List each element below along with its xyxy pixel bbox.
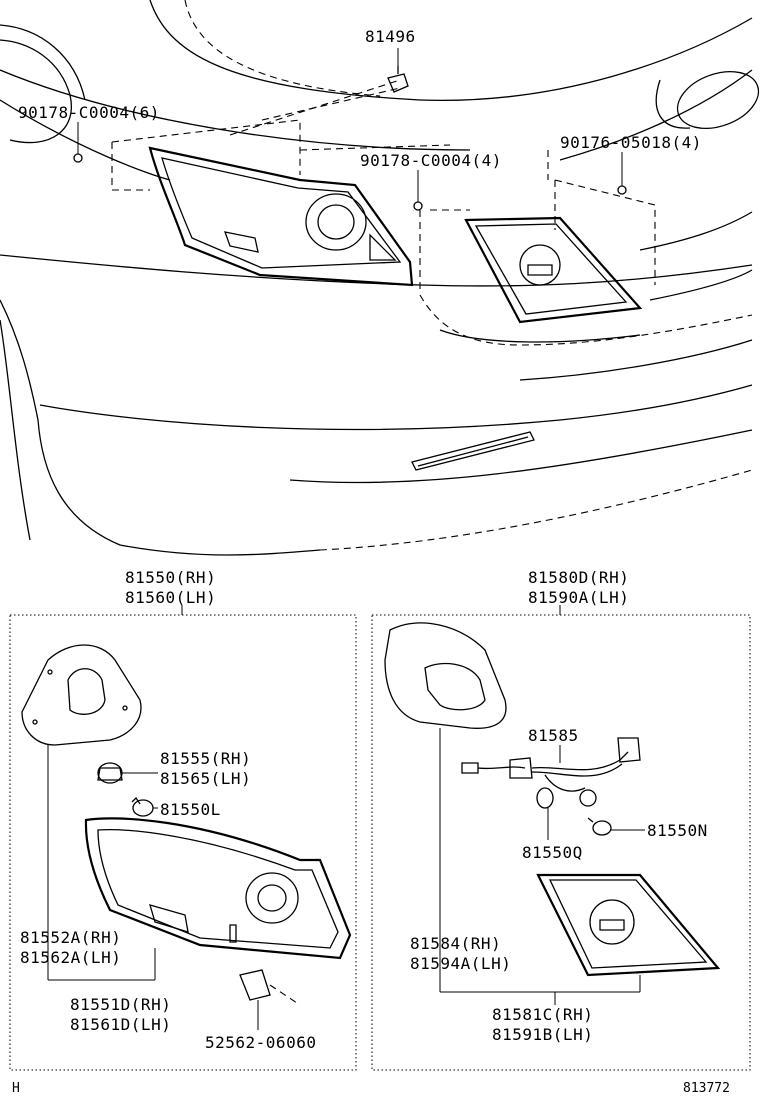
bulb-81550l-icon	[131, 796, 154, 817]
label-gasket-right-lh: 81594A(LH)	[410, 954, 511, 973]
label-bulb-81550l: 81550L	[160, 800, 221, 819]
gasket-left-icon	[21, 644, 142, 746]
tail-lamp-inner-installed	[464, 216, 643, 324]
drawing-number: 813772	[683, 1081, 730, 1096]
socket-icon	[97, 762, 123, 784]
label-retainer: 52562-06060	[205, 1033, 316, 1052]
label-lens-right-lh: 81591B(LH)	[492, 1025, 593, 1044]
screw-right-icon	[617, 185, 627, 195]
clip-81496-icon	[387, 66, 409, 93]
tail-lamp-outer-installed	[148, 146, 414, 287]
label-right-title-rh: 81580D(RH)	[528, 568, 629, 587]
left-assembly-panel	[9, 605, 357, 1071]
right-assembly-panel	[371, 605, 751, 1071]
wire-harness-icon	[461, 737, 641, 809]
label-wire-harness: 81585	[528, 726, 579, 745]
gasket-right-icon	[384, 622, 507, 729]
label-screw-center: 90178-C0004(4)	[360, 151, 502, 170]
bulb-81550n-icon	[587, 817, 612, 836]
label-gasket-left-lh: 81562A(LH)	[20, 948, 121, 967]
label-lens-left-rh: 81551D(RH)	[70, 995, 171, 1014]
mounting-guides	[111, 79, 656, 290]
label-gasket-left-rh: 81552A(RH)	[20, 928, 121, 947]
label-bulb-81550n: 81550N	[647, 821, 708, 840]
screw-left-icon	[73, 153, 83, 163]
label-screw-left: 90178-C0004(6)	[18, 103, 160, 122]
label-left-title-lh: 81560(LH)	[125, 588, 216, 607]
retainer-icon	[239, 969, 301, 1006]
lens-left-icon	[84, 817, 352, 960]
lens-right-icon	[536, 873, 721, 977]
label-socket-lh: 81565(LH)	[160, 769, 251, 788]
label-lens-right-rh: 81581C(RH)	[492, 1005, 593, 1024]
label-socket-rh: 81555(RH)	[160, 749, 251, 768]
label-81496: 81496	[365, 27, 416, 46]
label-screw-right: 90176-05018(4)	[560, 133, 702, 152]
label-lens-left-lh: 81561D(LH)	[70, 1015, 171, 1034]
label-right-title-lh: 81590A(LH)	[528, 588, 629, 607]
corner-code: H	[12, 1081, 20, 1096]
label-gasket-right-rh: 81584(RH)	[410, 934, 501, 953]
screw-center-icon	[413, 201, 423, 211]
car-body-outline	[0, 0, 760, 556]
label-left-title-rh: 81550(RH)	[125, 568, 216, 587]
label-bulb-81550q: 81550Q	[522, 843, 583, 862]
